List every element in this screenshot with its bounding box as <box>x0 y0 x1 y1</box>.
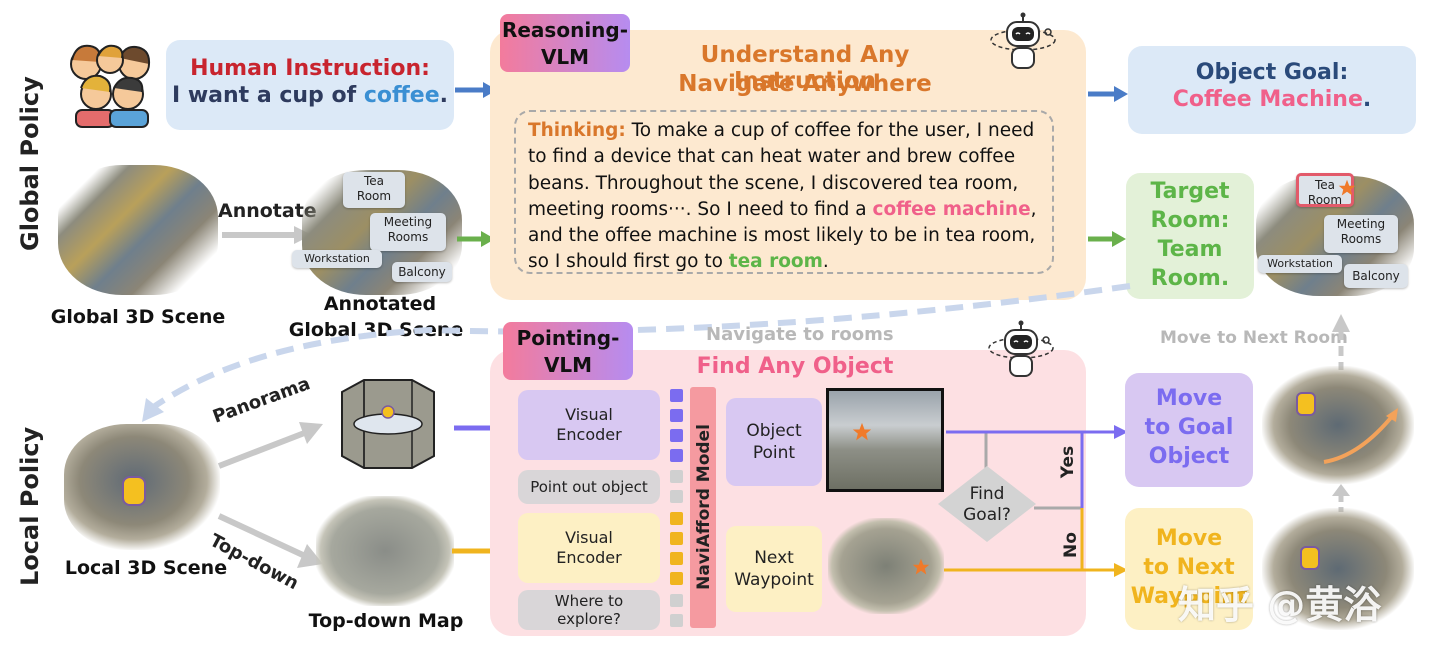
pointing-vlm-badge: Pointing- VLM <box>503 322 633 380</box>
human-instruction-box: Human Instruction: I want a cup of coffe… <box>166 40 454 130</box>
pointing-badge-line2: VLM <box>503 352 633 379</box>
token-purple-4 <box>670 449 683 462</box>
target-room-line3: Team <box>1126 235 1254 264</box>
object-goal-title: Object Goal: <box>1128 60 1416 85</box>
move-next-room-label: Move to Next Room <box>1160 328 1348 348</box>
object-goal-value: Coffee Machine. <box>1128 87 1416 112</box>
token-purple-3 <box>670 429 683 442</box>
human-instruction-text: I want a cup of coffee. <box>166 83 454 108</box>
thinking-coffee-machine: coffee machine <box>873 199 1031 220</box>
yes-label: Yes <box>1058 446 1078 478</box>
waypoint-result-robot-marker <box>1300 546 1320 570</box>
find-goal-label: Find Goal? <box>948 484 1026 526</box>
target-room-line4: Room. <box>1126 264 1254 293</box>
move-next-room-arrow <box>1330 312 1352 370</box>
human-instruction-coffee: coffee <box>364 83 440 108</box>
panorama-arrow <box>215 418 325 470</box>
object-point-image <box>826 388 944 492</box>
move-next-waypoint-line1: Move <box>1125 524 1253 553</box>
object-point-box: Object Point <box>726 398 822 486</box>
local-policy-label: Local Policy <box>16 446 44 586</box>
object-goal-coffee-machine: Coffee Machine <box>1173 87 1363 112</box>
local-3d-scene-caption: Local 3D Scene <box>56 557 236 579</box>
reasoning-robot-icon <box>988 10 1058 80</box>
move-to-goal-line1: Move <box>1125 384 1253 413</box>
object-goal-box: Object Goal: Coffee Machine. <box>1128 46 1416 134</box>
thinking-text-3: . <box>823 251 829 272</box>
annotated-tag-workstation: Workstation <box>292 250 382 268</box>
target-room-line2: Room: <box>1126 206 1254 235</box>
visual-encoder-1: Visual Encoder <box>518 390 660 460</box>
pointing-badge-line1: Pointing- <box>503 325 633 352</box>
annotate-arrow <box>222 225 312 245</box>
next-waypoint-box: Next Waypoint <box>726 526 822 612</box>
human-group-icon <box>64 36 160 128</box>
human-instruction-suffix: . <box>440 83 448 108</box>
topdown-map-caption: Top-down Map <box>306 610 466 632</box>
target-room-arrow <box>1088 229 1126 249</box>
point-out-object-box: Point out object <box>518 470 660 504</box>
navigate-to-rooms-label: Navigate to rooms <box>706 324 894 345</box>
token-yellow-2 <box>670 532 683 545</box>
waypoint-star-icon <box>912 558 930 576</box>
token-gray-2 <box>670 490 683 503</box>
annotated-tag-balcony: Balcony <box>392 262 452 282</box>
pointing-title: Find Any Object <box>690 354 900 379</box>
target-room-line1: Target <box>1126 177 1254 206</box>
token-yellow-4 <box>670 572 683 585</box>
move-to-goal-line3: Object <box>1125 442 1253 471</box>
annotated-tag-meeting-rooms: Meeting Rooms <box>370 213 446 251</box>
human-instruction-prefix: I want a cup of <box>172 83 364 108</box>
topdown-map-image <box>316 496 454 606</box>
local-robot-marker <box>122 476 146 506</box>
token-gray-1 <box>670 470 683 483</box>
thinking-tea-room: tea room <box>729 251 823 272</box>
goal-result-robot-marker <box>1296 392 1316 416</box>
panorama-image <box>334 378 442 470</box>
move-to-goal-line2: to Goal <box>1125 413 1253 442</box>
human-instruction-title: Human Instruction: <box>166 56 454 81</box>
token-yellow-3 <box>670 552 683 565</box>
reasoning-title-2: Navigate Anywhere <box>640 71 970 97</box>
reasoning-badge-line2: VLM <box>500 44 630 71</box>
goal-result-path <box>1320 406 1400 466</box>
thinking-box: Thinking: To make a cup of coffee for th… <box>514 110 1054 274</box>
watermark: 知乎 @黄浴 <box>1178 574 1381 629</box>
reasoning-badge-line1: Reasoning- <box>500 17 630 44</box>
token-purple-1 <box>670 389 683 402</box>
annotated-tag-tea-room: Tea Room <box>343 172 405 208</box>
pointing-robot-icon <box>986 318 1056 388</box>
target-tag-meeting-rooms: Meeting Rooms <box>1324 215 1398 253</box>
where-to-explore-box: Where to explore? <box>518 590 660 630</box>
thinking-label: Thinking: <box>528 120 626 141</box>
object-point-star-icon <box>852 422 872 442</box>
target-room-box: Target Room: Team Room. <box>1126 173 1254 299</box>
move-to-goal-box: Move to Goal Object <box>1125 373 1253 487</box>
target-star-icon <box>1338 179 1356 197</box>
token-gray-3 <box>670 594 683 607</box>
no-label: No <box>1061 532 1081 558</box>
token-gray-4 <box>670 614 683 627</box>
global-policy-label: Global Policy <box>16 101 44 251</box>
object-goal-suffix: . <box>1363 87 1371 112</box>
target-tag-balcony: Balcony <box>1344 264 1408 288</box>
target-tag-workstation: Workstation <box>1258 255 1342 273</box>
visual-encoder-2: Visual Encoder <box>518 513 660 583</box>
naviafford-model-label: NaviAfford Model <box>694 407 714 607</box>
global-3d-scene-image <box>58 165 218 295</box>
token-purple-2 <box>670 409 683 422</box>
object-goal-arrow <box>1088 84 1128 104</box>
token-yellow-1 <box>670 512 683 525</box>
reasoning-vlm-badge: Reasoning- VLM <box>500 14 630 72</box>
